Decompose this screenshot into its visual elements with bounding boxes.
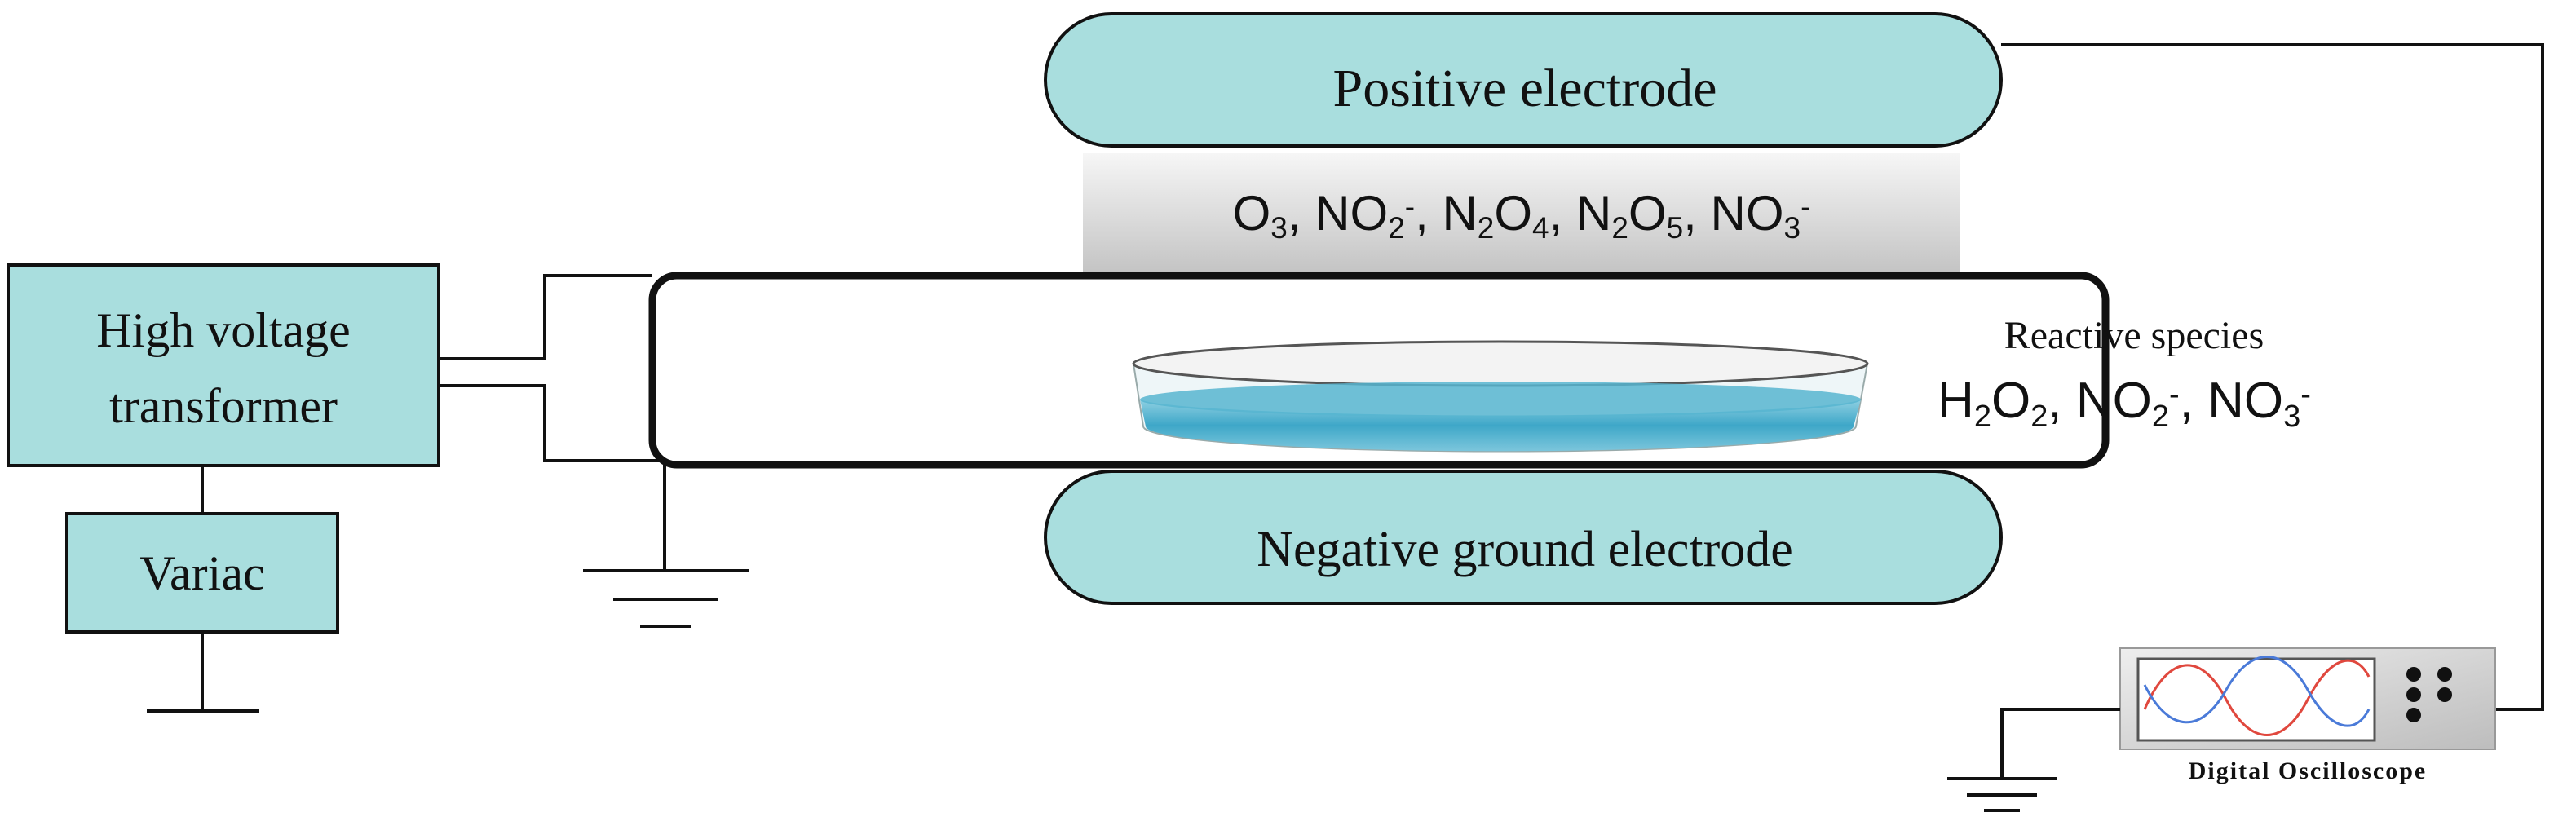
petri-dish-icon	[1132, 340, 1869, 453]
species-superscript: -	[2300, 378, 2311, 412]
species-separator: ,	[1683, 186, 1710, 241]
high-voltage-transformer-box	[7, 263, 440, 467]
species-liquid-1: NO2-,	[2076, 373, 2207, 434]
species-separator: ,	[1288, 186, 1315, 241]
species-gas-4: NO3-	[1710, 186, 1810, 245]
species-liquid-0: H2O2,	[1938, 373, 2076, 434]
species-subscript: 2	[2152, 400, 2169, 434]
hv-label-line2: transformer	[109, 379, 338, 433]
species-gas-3: N2O5,	[1576, 186, 1711, 245]
oscilloscope-icon	[2119, 647, 2496, 750]
species-subscript: 3	[1783, 211, 1801, 245]
species-superscript: -	[2169, 378, 2180, 412]
species-base: NO	[1710, 186, 1783, 241]
gas-phase-species-band	[1083, 153, 1960, 272]
species-gas-1: NO2-,	[1315, 186, 1442, 245]
negative-ground-electrode	[1044, 470, 2003, 605]
wire-hv-upper	[439, 274, 652, 360]
reactive-species-title: Reactive species	[2004, 314, 2264, 357]
species-subscript: 3	[2283, 400, 2300, 434]
wire-electrode-to-oscilloscope	[2001, 43, 2544, 711]
species-subscript: 5	[1667, 211, 1684, 245]
species-gas-0: O3,	[1233, 186, 1315, 245]
gas-phase-species-label: O3, NO2-, N2O4, N2O5, NO3-	[1233, 186, 1811, 245]
species-base: O	[1233, 186, 1271, 241]
species-base: O	[1991, 373, 2030, 429]
species-base: O	[1628, 186, 1667, 241]
ground-symbol-icon	[1947, 777, 2057, 812]
species-separator: ,	[1415, 186, 1442, 241]
ground-symbol-icon	[583, 569, 749, 628]
species-base: N	[1576, 186, 1611, 241]
species-base: N	[1442, 186, 1477, 241]
species-base: NO	[2076, 373, 2152, 429]
variac-label: Variac	[139, 546, 264, 600]
species-subscript: 3	[1270, 211, 1288, 245]
positive-electrode-label: Positive electrode	[1332, 59, 1717, 118]
species-subscript: 2	[2030, 400, 2048, 434]
species-subscript: 2	[1974, 400, 1991, 434]
species-base: O	[1494, 186, 1532, 241]
species-subscript: 2	[1611, 211, 1628, 245]
species-base: H	[1938, 373, 1974, 429]
species-base: NO	[2207, 373, 2283, 429]
negative-electrode-label: Negative ground electrode	[1257, 522, 1793, 577]
species-subscript: 2	[1388, 211, 1405, 245]
species-separator: ,	[2180, 373, 2207, 429]
hv-label-line1: High voltage	[96, 303, 351, 357]
species-separator: ,	[2048, 373, 2075, 429]
species-separator: ,	[1549, 186, 1576, 241]
species-subscript: 4	[1532, 211, 1549, 245]
species-superscript: -	[1405, 190, 1415, 223]
wire-hv-lower	[439, 384, 666, 473]
positive-electrode	[1044, 12, 2003, 148]
species-liquid-2: NO3-	[2207, 373, 2311, 434]
oscilloscope-label: Digital Oscilloscope	[2189, 757, 2427, 784]
species-gas-2: N2O4,	[1442, 186, 1576, 245]
wire-oscilloscope-ground	[2000, 708, 2120, 779]
species-subscript: 2	[1478, 211, 1495, 245]
liquid-species-label: H2O2, NO2-, NO3-	[1938, 373, 2311, 434]
species-superscript: -	[1801, 190, 1810, 223]
species-base: NO	[1315, 186, 1388, 241]
